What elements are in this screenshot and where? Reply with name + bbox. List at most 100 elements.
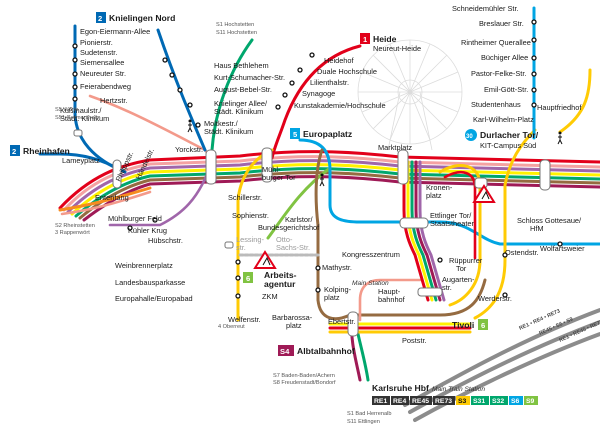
svg-text:Main Station: Main Station (352, 280, 389, 287)
construction-warning-icon (253, 250, 277, 269)
svg-text:Kühler Krug: Kühler Krug (128, 226, 167, 235)
svg-text:Breslauer Str.: Breslauer Str. (479, 19, 524, 28)
svg-text:Sophienstr.: Sophienstr. (232, 211, 269, 220)
line-2-knielinger (156, 28, 207, 152)
svg-text:2: 2 (12, 147, 16, 156)
construction-warning-icon (472, 184, 496, 203)
line-s52-west (60, 190, 152, 216)
svg-text:6: 6 (481, 321, 485, 330)
svg-text:Kurt-Schumacher-Str.: Kurt-Schumacher-Str. (214, 73, 285, 82)
terminal-hauptbahnhof[interactable]: Karlsruhe Hbf Main Train Station (372, 383, 485, 393)
svg-text:Durlacher Tor/: Durlacher Tor/ (480, 130, 539, 140)
svg-text:S7 Baden-Baden/Achern: S7 Baden-Baden/Achern (273, 373, 335, 379)
svg-text:Rheinhafen: Rheinhafen (23, 146, 70, 156)
svg-text:Ettlinger Tor/: Ettlinger Tor/ (430, 211, 472, 220)
svg-text:Ostendstr.: Ostendstr. (505, 248, 539, 257)
svg-text:Haupt-: Haupt- (378, 287, 401, 296)
svg-text:Kunstakademie/Hochschule: Kunstakademie/Hochschule (294, 101, 386, 110)
svg-text:Lameyplatz: Lameyplatz (62, 156, 100, 165)
svg-text:S11 Hochstetten: S11 Hochstetten (216, 30, 257, 36)
svg-text:Sudetenstr.: Sudetenstr. (80, 48, 117, 57)
svg-text:Neureut-Heide: Neureut-Heide (373, 44, 421, 53)
svg-text:2: 2 (98, 14, 102, 23)
svg-text:Kolping-: Kolping- (324, 285, 352, 294)
svg-text:Haus Bethlehem: Haus Bethlehem (214, 61, 269, 70)
svg-text:3 Rappenwört: 3 Rappenwört (55, 230, 90, 236)
terminal-albtalbahnhof[interactable]: S4 Albtalbahnhof (278, 345, 355, 356)
svg-text:Main Train Station: Main Train Station (432, 386, 485, 393)
svg-text:Karlstor/: Karlstor/ (285, 215, 313, 224)
svg-text:Mathystr.: Mathystr. (322, 263, 352, 272)
svg-text:S9: S9 (526, 398, 535, 405)
svg-text:agentur: agentur (264, 279, 296, 289)
svg-text:Arbeits-: Arbeits- (264, 270, 297, 280)
terminal-europaplatz[interactable]: 5 Europaplatz (290, 128, 352, 139)
svg-text:Hübschstr.: Hübschstr. (148, 236, 183, 245)
terminal-rheinhafen[interactable]: 2 Rheinhafen (10, 145, 70, 156)
svg-text:Knielinger Allee/: Knielinger Allee/ (214, 99, 268, 108)
line-hauptfriedhof (558, 68, 592, 134)
svg-text:Schloss Gottesaue/: Schloss Gottesaue/ (517, 216, 582, 225)
svg-text:Lilienthalstr.: Lilienthalstr. (310, 78, 349, 87)
svg-text:Bundesgerichtshof: Bundesgerichtshof (258, 223, 320, 232)
svg-text:Hertzstr.: Hertzstr. (100, 96, 128, 105)
svg-text:RE45: RE45 (412, 398, 429, 405)
terminal-durlacher-tor[interactable]: 30 Durlacher Tor/ KIT-Campus Süd (465, 129, 539, 150)
svg-text:Lessing-: Lessing- (236, 235, 264, 244)
svg-text:Augarten-: Augarten- (442, 275, 475, 284)
svg-text:Barbarossa-: Barbarossa- (272, 313, 313, 322)
svg-text:Yorckstr.: Yorckstr. (175, 145, 203, 154)
station-labels[interactable]: Egon-Eiermann-Allee Pionierstr. Sudetens… (60, 4, 585, 345)
svg-text:RE4: RE4 (393, 398, 406, 405)
svg-text:burger Tor: burger Tor (262, 173, 296, 182)
svg-text:Städt. Klinikum: Städt. Klinikum (204, 127, 253, 136)
svg-text:S51 Germersheim: S51 Germersheim (55, 115, 101, 121)
line-4-tivoli (473, 128, 537, 320)
svg-text:Hauptfriedhof: Hauptfriedhof (537, 103, 582, 112)
svg-text:4 Oberreut: 4 Oberreut (218, 324, 245, 330)
branch-destinations: S5 Wörth S51 Germersheim S2 Rheinstetten… (55, 22, 391, 425)
svg-text:Mühl-: Mühl- (262, 165, 281, 174)
svg-text:S8 Freudenstadt/Bondorf: S8 Freudenstadt/Bondorf (273, 380, 336, 386)
svg-text:Werderstr.: Werderstr. (478, 294, 512, 303)
pedestrian-icon (319, 173, 325, 187)
svg-text:platz: platz (426, 191, 442, 200)
svg-text:Wolfartsweier: Wolfartsweier (540, 244, 585, 253)
svg-text:Poststr.: Poststr. (402, 336, 427, 345)
svg-text:Otto-: Otto- (276, 235, 293, 244)
terminal-arbeitsagentur[interactable]: 6 Arbeits- agentur (243, 270, 297, 289)
svg-text:Städt. Klinikum: Städt. Klinikum (60, 114, 109, 123)
pedestrian-icon (187, 119, 193, 133)
terminal-heide[interactable]: 1 Heide (360, 33, 397, 44)
svg-text:Kronen-: Kronen- (426, 183, 453, 192)
svg-text:RE1: RE1 (374, 398, 387, 405)
svg-text:Entenfang: Entenfang (95, 193, 129, 202)
svg-text:Landesbausparkasse: Landesbausparkasse (115, 278, 185, 287)
svg-text:Feierabendweg: Feierabendweg (80, 82, 131, 91)
svg-text:S1 Bad Herrenalb: S1 Bad Herrenalb (347, 411, 391, 417)
line-5-loop (298, 138, 600, 246)
line-s1-north (210, 38, 254, 152)
kaiserstrasse-trunk (58, 150, 600, 222)
hbf-line-chips: RE1 RE4 RE45 RE73 S3 S31 S32 S6 S9 (372, 396, 538, 405)
svg-text:Emil-Gött-Str.: Emil-Gött-Str. (484, 85, 528, 94)
svg-text:Knielingen Nord: Knielingen Nord (109, 13, 175, 23)
pedestrian-icon (557, 131, 563, 145)
svg-text:Städt. Klinikum: Städt. Klinikum (214, 107, 263, 116)
svg-text:30: 30 (466, 134, 473, 140)
svg-text:Heide: Heide (373, 34, 397, 44)
terminal-tivoli[interactable]: Tivoli 6 (452, 319, 488, 330)
svg-text:Europaplatz: Europaplatz (303, 129, 352, 139)
svg-text:Karlsruhe Hbf: Karlsruhe Hbf (372, 383, 429, 393)
svg-text:Mühlburger Feld: Mühlburger Feld (108, 214, 162, 223)
line-s5-northwest (88, 94, 217, 164)
line-s2-west (58, 186, 152, 212)
svg-text:S32: S32 (492, 398, 504, 405)
terminal-knielingen[interactable]: 2 Knielingen Nord (96, 12, 175, 23)
svg-text:Schillerstr.: Schillerstr. (228, 193, 262, 202)
svg-text:August-Bebel-Str.: August-Bebel-Str. (214, 85, 272, 94)
svg-text:S31: S31 (473, 398, 485, 405)
svg-text:Staatstheater: Staatstheater (430, 219, 475, 228)
svg-text:Karl-Wilhelm-Platz: Karl-Wilhelm-Platz (473, 115, 534, 124)
